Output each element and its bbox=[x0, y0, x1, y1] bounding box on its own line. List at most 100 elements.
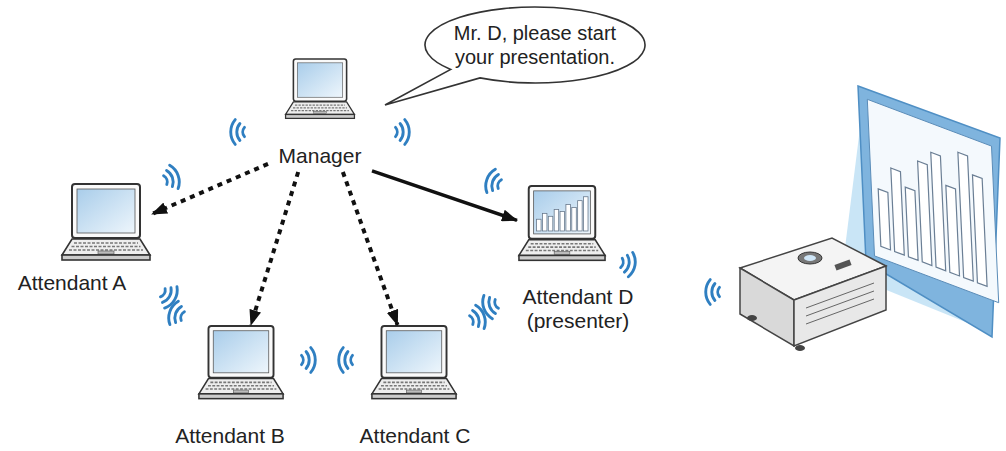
chart-bar bbox=[578, 201, 582, 231]
laptop-node: Attendant B bbox=[197, 325, 285, 410]
laptop-keyboard bbox=[62, 239, 150, 255]
laptop-screen bbox=[77, 189, 135, 233]
laptop-lid bbox=[72, 184, 140, 238]
chart-bar bbox=[958, 152, 973, 281]
wireless-wave bbox=[480, 292, 501, 320]
speech-bubble-shape bbox=[385, 7, 645, 105]
laptop-keyboard bbox=[286, 102, 355, 115]
screen-surface bbox=[867, 99, 998, 302]
speech-text-holder: Mr. D, please start your presentation. bbox=[423, 5, 647, 85]
laptop-keyboard bbox=[519, 240, 605, 256]
projector-vent bbox=[806, 283, 874, 308]
laptop-keys bbox=[528, 246, 595, 248]
laptop-touchpad bbox=[233, 390, 248, 393]
laptop-keyboard bbox=[199, 379, 283, 394]
laptop-keys bbox=[293, 107, 347, 108]
wireless-wave bbox=[166, 300, 187, 328]
laptop-base bbox=[519, 255, 605, 260]
dotted-arrow bbox=[343, 172, 398, 325]
laptop-keys bbox=[74, 242, 138, 244]
projector-foot bbox=[747, 315, 757, 321]
solid-arrow bbox=[372, 171, 517, 221]
laptop-lid bbox=[529, 186, 596, 239]
chart-bar bbox=[905, 187, 918, 260]
wireless-wave bbox=[161, 164, 182, 192]
dotted-arrow bbox=[251, 172, 298, 325]
laptop-label: Attendant B bbox=[175, 424, 285, 448]
laptop-screen bbox=[297, 63, 342, 97]
laptop-label: Attendant A bbox=[18, 271, 127, 295]
chart-bar bbox=[548, 216, 552, 231]
laptop-screen bbox=[534, 191, 591, 234]
wireless-wave bbox=[157, 282, 181, 310]
wireless-wave bbox=[706, 280, 720, 305]
wireless-wave bbox=[302, 348, 316, 373]
screen-chart bbox=[867, 99, 998, 302]
projector-front bbox=[794, 266, 886, 346]
laptop-keys bbox=[379, 388, 450, 390]
laptop-keys bbox=[206, 388, 277, 390]
laptop-keys bbox=[210, 382, 271, 384]
laptop-keys bbox=[208, 385, 274, 387]
speech-text: Mr. D, please start your presentation. bbox=[440, 21, 630, 69]
laptop-lid bbox=[381, 326, 446, 378]
wireless-wave bbox=[396, 120, 410, 145]
wireless-wave bbox=[231, 120, 245, 145]
laptop-keyboard bbox=[372, 379, 456, 394]
laptop-touchpad bbox=[406, 390, 421, 393]
laptop-keys bbox=[526, 250, 598, 252]
wireless-wave bbox=[339, 348, 353, 373]
projector-lens-glass bbox=[804, 255, 816, 261]
laptop-keys bbox=[295, 104, 345, 105]
laptop-touchpad bbox=[554, 252, 570, 255]
laptop-node: Manager bbox=[268, 58, 372, 172]
projector-side bbox=[740, 268, 794, 346]
chart-bar bbox=[946, 185, 960, 276]
chart-bar bbox=[891, 168, 905, 255]
chart-bar bbox=[560, 211, 564, 231]
laptop-base bbox=[199, 394, 283, 399]
speech-bubble: Mr. D, please start your presentation. bbox=[423, 5, 647, 85]
laptop-keys bbox=[383, 382, 444, 384]
projector-lens bbox=[798, 252, 822, 264]
laptop-lid bbox=[208, 326, 273, 378]
wireless-wave bbox=[483, 168, 504, 196]
chart-bar bbox=[554, 209, 558, 231]
laptop-keys bbox=[69, 249, 143, 251]
laptop-base bbox=[286, 114, 355, 118]
chart-bar bbox=[542, 213, 546, 231]
chart-bar bbox=[584, 197, 588, 231]
laptop-label: Attendant D (presenter) bbox=[513, 285, 643, 333]
projector-vent bbox=[806, 299, 874, 324]
laptop-node: Attendant C bbox=[370, 325, 458, 410]
laptop-label: Attendant C bbox=[360, 424, 471, 448]
chart-bar bbox=[572, 207, 576, 230]
laptop-touchpad bbox=[314, 111, 327, 113]
projector bbox=[740, 238, 886, 351]
laptop-node: Attendant D (presenter) bbox=[517, 185, 607, 270]
projector-foot bbox=[795, 345, 805, 351]
chart-bar bbox=[566, 205, 570, 231]
laptop-icon bbox=[284, 58, 356, 124]
laptop-base bbox=[62, 255, 150, 260]
laptop-icon bbox=[370, 325, 458, 405]
chart-bar bbox=[931, 152, 946, 270]
laptop-keys bbox=[381, 385, 447, 387]
wireless-waves bbox=[157, 120, 720, 373]
chart-bar bbox=[918, 161, 932, 266]
laptop-icon bbox=[60, 183, 152, 267]
laptop-keys bbox=[72, 246, 141, 248]
chart-bar bbox=[537, 219, 541, 231]
projector-button bbox=[834, 259, 851, 270]
laptop-label: Manager bbox=[279, 144, 362, 168]
speech-bubble-outline bbox=[423, 5, 647, 85]
laptop-node: Attendant A bbox=[60, 183, 152, 271]
chart-bar bbox=[878, 189, 890, 250]
laptop-keys bbox=[531, 243, 594, 245]
wireless-wave bbox=[619, 251, 637, 278]
projector-vent bbox=[806, 291, 874, 316]
laptop-screen bbox=[386, 331, 441, 373]
laptop-icon bbox=[517, 185, 607, 267]
laptop-keys bbox=[291, 110, 349, 111]
laptop-lid bbox=[293, 59, 346, 101]
